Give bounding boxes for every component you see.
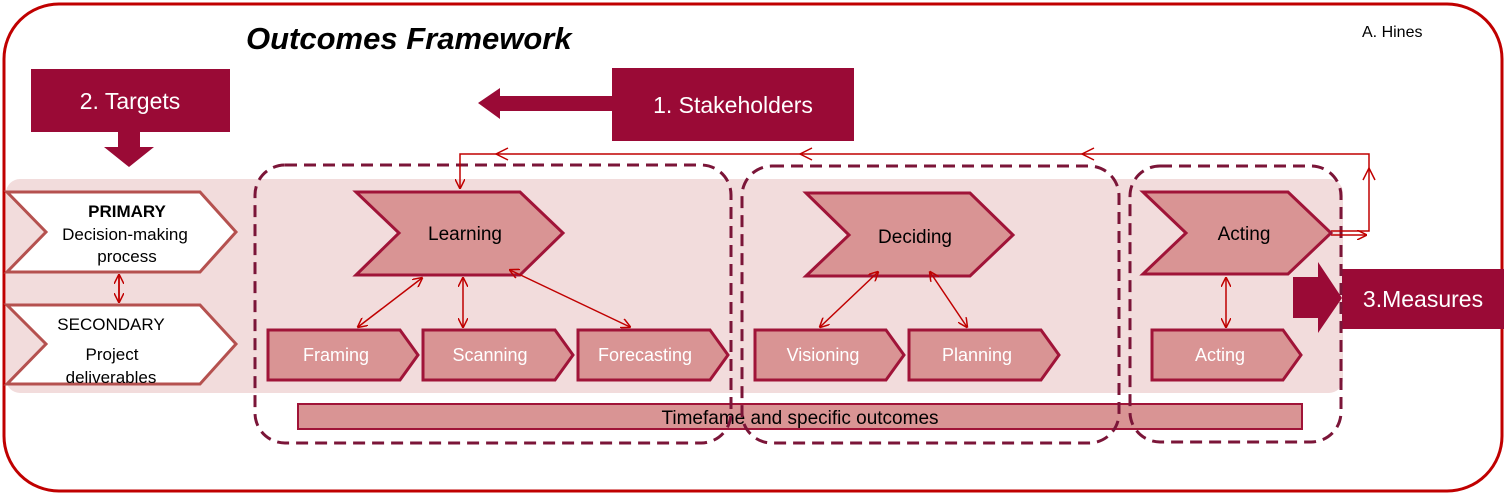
secondary-heading: SECONDARY	[57, 315, 164, 334]
timeframe-bar	[297, 403, 1303, 430]
learning-label: Learning	[428, 224, 502, 245]
secondary-line-2: deliverables	[66, 368, 157, 387]
primary-chevron: PRIMARY Decision-making process	[3, 190, 239, 274]
visioning-step: Visioning	[753, 328, 906, 382]
visioning-label: Visioning	[787, 345, 860, 365]
secondary-line-1: Project	[86, 345, 139, 364]
framing-label: Framing	[303, 345, 369, 365]
deciding-planning-arrow	[930, 272, 967, 327]
feedback-arrow-left-2	[798, 147, 813, 161]
primary-line-2: process	[97, 247, 157, 266]
feedback-loop-line	[460, 153, 1370, 232]
diagram-title: Outcomes Framework	[246, 21, 573, 56]
feedback-arrow-left-1	[1080, 147, 1095, 161]
forecasting-label: Forecasting	[598, 345, 692, 365]
acting-step-label: Acting	[1195, 345, 1245, 365]
targets-box: 2. Targets	[31, 69, 230, 167]
timeframe-label: Timefame and specific outcomes	[661, 408, 938, 429]
deciding-label: Deciding	[878, 227, 952, 248]
framing-step: Framing	[266, 328, 420, 382]
author-label: A. Hines	[1362, 24, 1422, 41]
learning-framing-arrow	[358, 278, 422, 327]
acting-group	[1128, 164, 1343, 444]
deciding-visioning-arrow	[820, 272, 878, 327]
deciding-group	[740, 164, 1121, 445]
learning-group	[253, 163, 733, 445]
acting-step: Acting	[1150, 328, 1303, 382]
scanning-label: Scanning	[452, 345, 527, 365]
forecasting-step: Forecasting	[576, 328, 730, 382]
stakeholders-label: 1. Stakeholders	[653, 92, 813, 118]
feedback-arrow-up	[1362, 166, 1376, 181]
targets-label: 2. Targets	[80, 88, 181, 114]
learning-forecasting-arrow	[510, 270, 630, 327]
scanning-step: Scanning	[421, 328, 575, 382]
acting-chevron: Acting	[1139, 190, 1334, 276]
secondary-chevron: SECONDARY Project deliverables	[3, 303, 239, 387]
primary-line-1: Decision-making	[62, 225, 188, 244]
deciding-chevron: Deciding	[802, 191, 1016, 278]
acting-label: Acting	[1218, 224, 1271, 245]
measures-label: 3.Measures	[1363, 286, 1483, 312]
primary-heading: PRIMARY	[88, 202, 166, 221]
planning-label: Planning	[942, 345, 1012, 365]
feedback-arrow-left-3	[494, 147, 509, 161]
measures-box: 3.Measures	[1293, 262, 1504, 333]
planning-step: Planning	[907, 328, 1061, 382]
stakeholders-box: 1. Stakeholders	[478, 68, 854, 141]
